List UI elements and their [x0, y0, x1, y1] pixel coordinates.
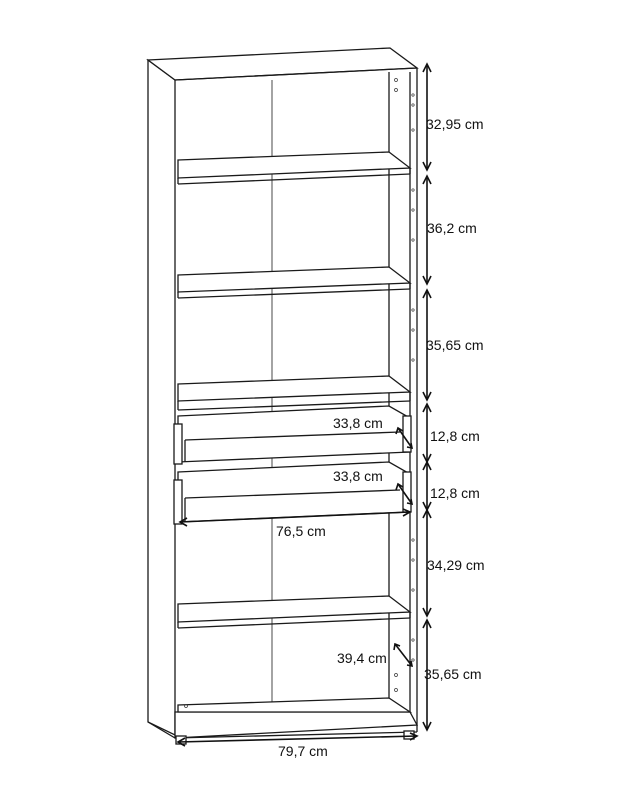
drawer-1-runner-right — [402, 415, 412, 453]
shelves — [177, 151, 413, 713]
height-label-2: 36,2 cm — [427, 220, 477, 236]
height-label-6: 34,29 cm — [427, 557, 485, 573]
height-dimension-lines — [422, 62, 432, 732]
height-label-7: 35,65 cm — [424, 666, 482, 682]
height-label-4: 12,8 cm — [430, 428, 480, 444]
height-label-3: 35,65 cm — [426, 337, 484, 353]
height-label-5: 12,8 cm — [430, 485, 480, 501]
total-width-label: 79,7 cm — [278, 743, 328, 759]
height-labels: 32,95 cm 36,2 cm 35,65 cm 12,8 cm 12,8 c… — [424, 116, 485, 682]
drawer-1-runner-left — [173, 423, 183, 465]
bottom-plinth — [174, 711, 419, 739]
drawer-2-depth-label: 33,8 cm — [333, 468, 383, 484]
shelf-1 — [177, 151, 412, 185]
drawer-2 — [173, 461, 412, 525]
bottom-shelf — [177, 697, 413, 713]
left-side-panel — [147, 58, 176, 737]
shelf-4 — [177, 595, 412, 629]
shelf-2 — [177, 266, 412, 299]
shelf-3 — [177, 375, 412, 411]
drawer-1-depth-label: 33,8 cm — [333, 415, 383, 431]
inner-labels: 33,8 cm 33,8 cm 39,4 cm 76,5 cm 79,7 cm — [276, 415, 387, 759]
drawer-1 — [173, 405, 412, 465]
shelf-pin-holes — [184, 78, 415, 708]
drawer-2-runner-left — [173, 479, 183, 525]
inner-width-label: 76,5 cm — [276, 523, 326, 539]
drawers — [173, 405, 412, 525]
height-label-1: 32,95 cm — [426, 116, 484, 132]
inner-dimension-lines — [176, 426, 419, 747]
shelf-depth-label: 39,4 cm — [337, 650, 387, 666]
